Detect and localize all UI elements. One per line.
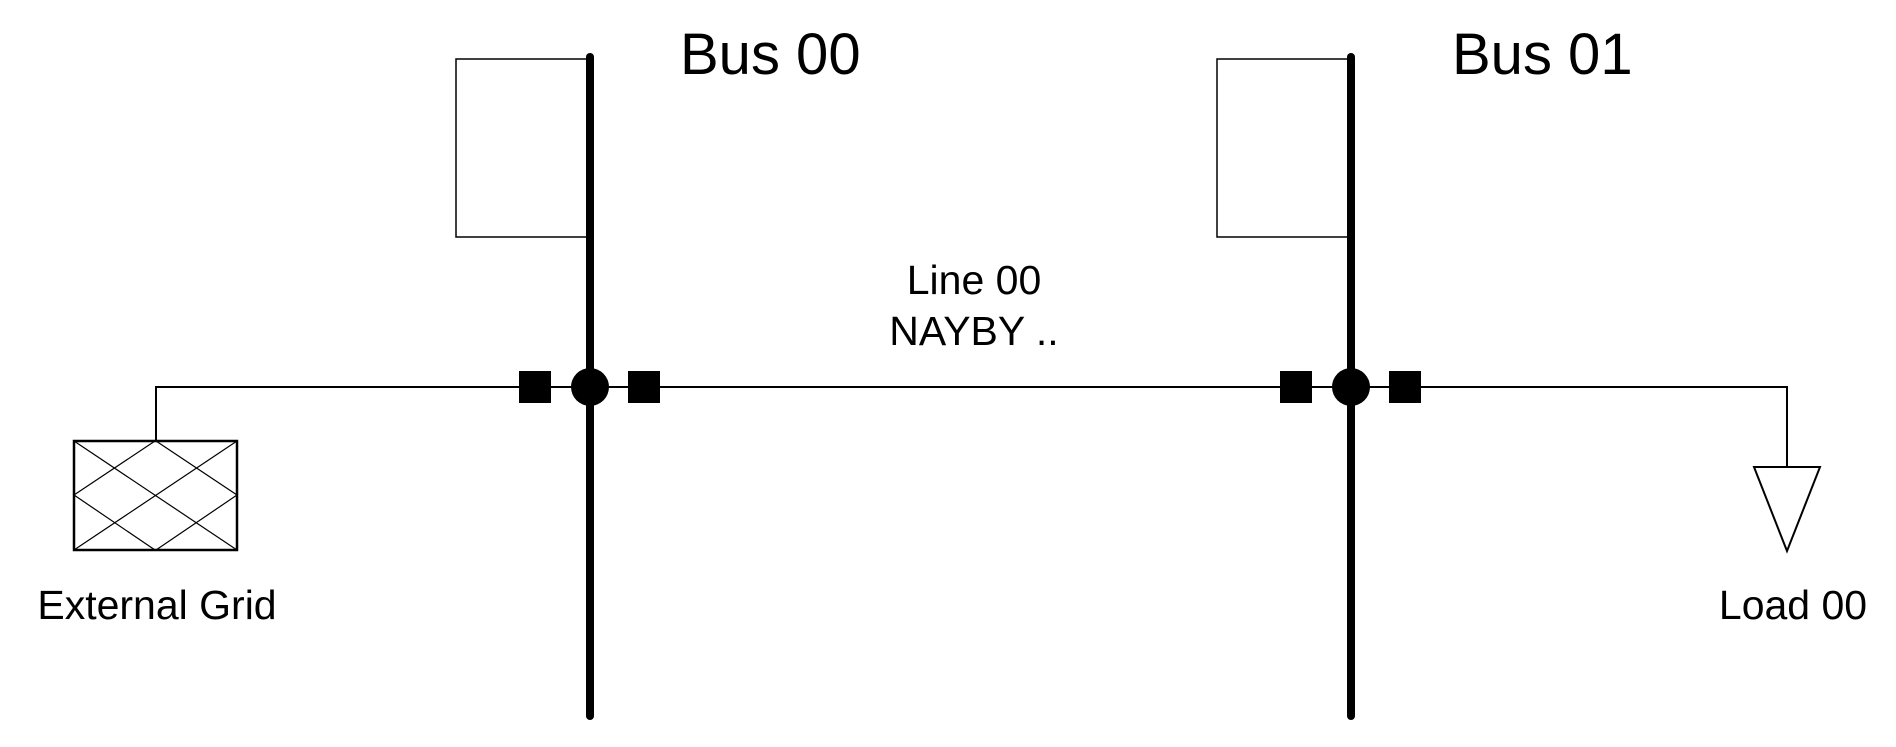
external-grid-hatch: [73, 440, 238, 551]
switch-bus-01-right[interactable]: [1389, 371, 1421, 403]
switch-bus-01-left[interactable]: [1280, 371, 1312, 403]
external-grid[interactable]: External Grid: [37, 386, 277, 628]
line-00-name: Line 00: [907, 257, 1042, 303]
load-triangle-icon: [1752, 466, 1822, 554]
node-bus-00[interactable]: [571, 368, 609, 406]
bus-00[interactable]: Bus 00: [455, 22, 861, 720]
bus-01-label: Bus 01: [1452, 22, 1633, 87]
external-grid-label: External Grid: [37, 582, 276, 628]
load-00[interactable]: Load 00: [1719, 386, 1867, 628]
bus-00-flag: [455, 58, 591, 238]
switch-bus-00-left[interactable]: [519, 371, 551, 403]
load-00-label: Load 00: [1719, 582, 1867, 628]
bus-01-flag: [1216, 58, 1352, 238]
node-bus-01[interactable]: [1332, 368, 1370, 406]
bus-01[interactable]: Bus 01: [1216, 22, 1633, 720]
line-00-type: NAYBY ..: [889, 308, 1058, 354]
switch-bus-00-right[interactable]: [628, 371, 660, 403]
bus-00-label: Bus 00: [680, 22, 861, 87]
line-00[interactable]: Line 00 NAYBY ..: [889, 257, 1058, 354]
